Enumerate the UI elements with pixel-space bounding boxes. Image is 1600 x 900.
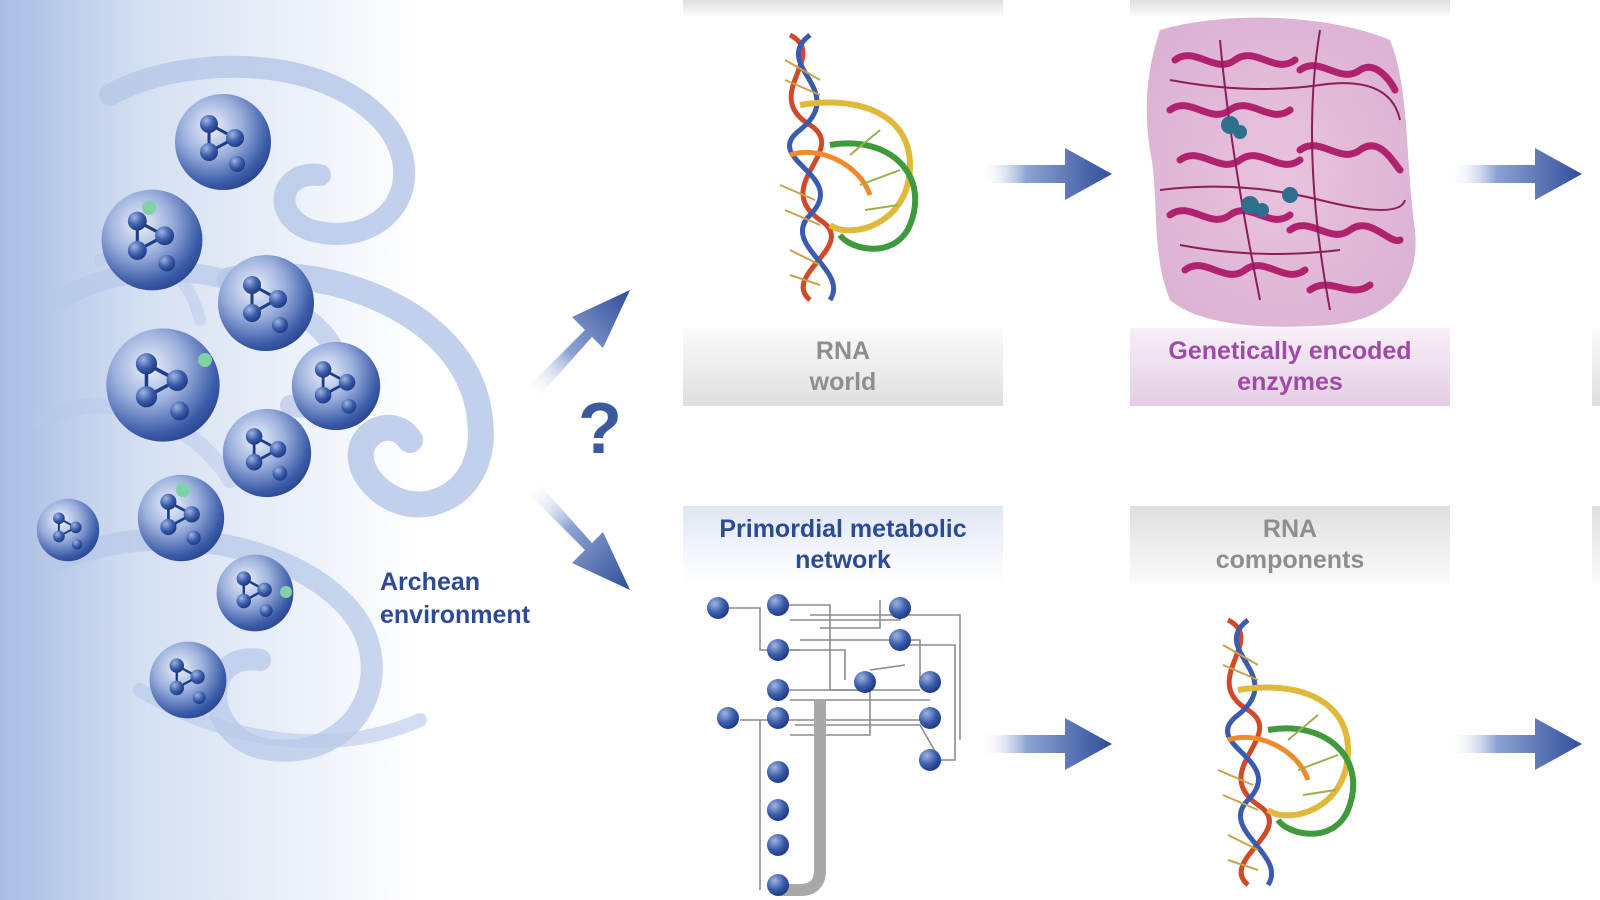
molecule-sphere-5 xyxy=(290,340,382,432)
green-atom xyxy=(198,353,212,367)
arrow-network-to-rna-components xyxy=(980,718,1112,770)
rna-components-label: RNA components xyxy=(1130,506,1450,584)
molecule-sphere-10 xyxy=(148,640,228,720)
molecule-sphere-1 xyxy=(173,92,273,192)
molecule-sphere-3 xyxy=(216,253,316,353)
arrow-up-to-rna-world xyxy=(530,290,630,395)
label-line: enzymes xyxy=(1237,368,1343,396)
label-line: Primordial metabolic xyxy=(719,515,967,543)
archean-environment-label: Archean environment xyxy=(380,566,530,632)
primordial-metabolic-network-label: Primordial metabolic network xyxy=(683,506,1003,584)
right-edge-partial-box-bottom xyxy=(1592,506,1600,584)
label-line: RNA xyxy=(1262,515,1318,543)
metabolic-network-diagram xyxy=(707,594,961,896)
molecule-sphere-6 xyxy=(221,407,313,499)
arrow-down-to-metabolic-network xyxy=(530,485,630,590)
top-partial-box-right xyxy=(1130,0,1450,16)
molecule-sphere-8 xyxy=(35,497,101,563)
rna-world-structure xyxy=(780,35,915,300)
rna-world-label: RNA world xyxy=(683,328,1003,406)
green-atom xyxy=(176,483,190,497)
green-atom xyxy=(280,586,292,598)
top-partial-box-left xyxy=(683,0,1003,16)
genetically-encoded-enzymes-label: Genetically encoded enzymes xyxy=(1130,328,1450,406)
molecule-sphere-2 xyxy=(100,188,204,292)
molecule-sphere-7 xyxy=(136,473,226,563)
label-line: Archean xyxy=(380,568,481,596)
arrow-rna-components-to-next xyxy=(1450,718,1582,770)
label-line: Genetically encoded xyxy=(1168,337,1412,365)
molecule-sphere-4 xyxy=(104,326,222,444)
label-line: world xyxy=(809,368,877,396)
label-line: RNA xyxy=(815,337,871,365)
arrow-rna-world-to-enzymes xyxy=(980,148,1112,200)
question-mark: ? xyxy=(578,389,622,469)
arrow-enzymes-to-next xyxy=(1450,148,1582,200)
rna-components-structure xyxy=(1218,620,1353,885)
molecule-sphere-9 xyxy=(215,553,295,633)
right-edge-partial-box-top xyxy=(1592,328,1600,406)
enzyme-protein-structure xyxy=(1146,17,1416,327)
label-line: environment xyxy=(380,601,531,629)
green-atom xyxy=(142,201,156,215)
label-line: components xyxy=(1215,546,1365,574)
label-line: network xyxy=(795,546,891,574)
